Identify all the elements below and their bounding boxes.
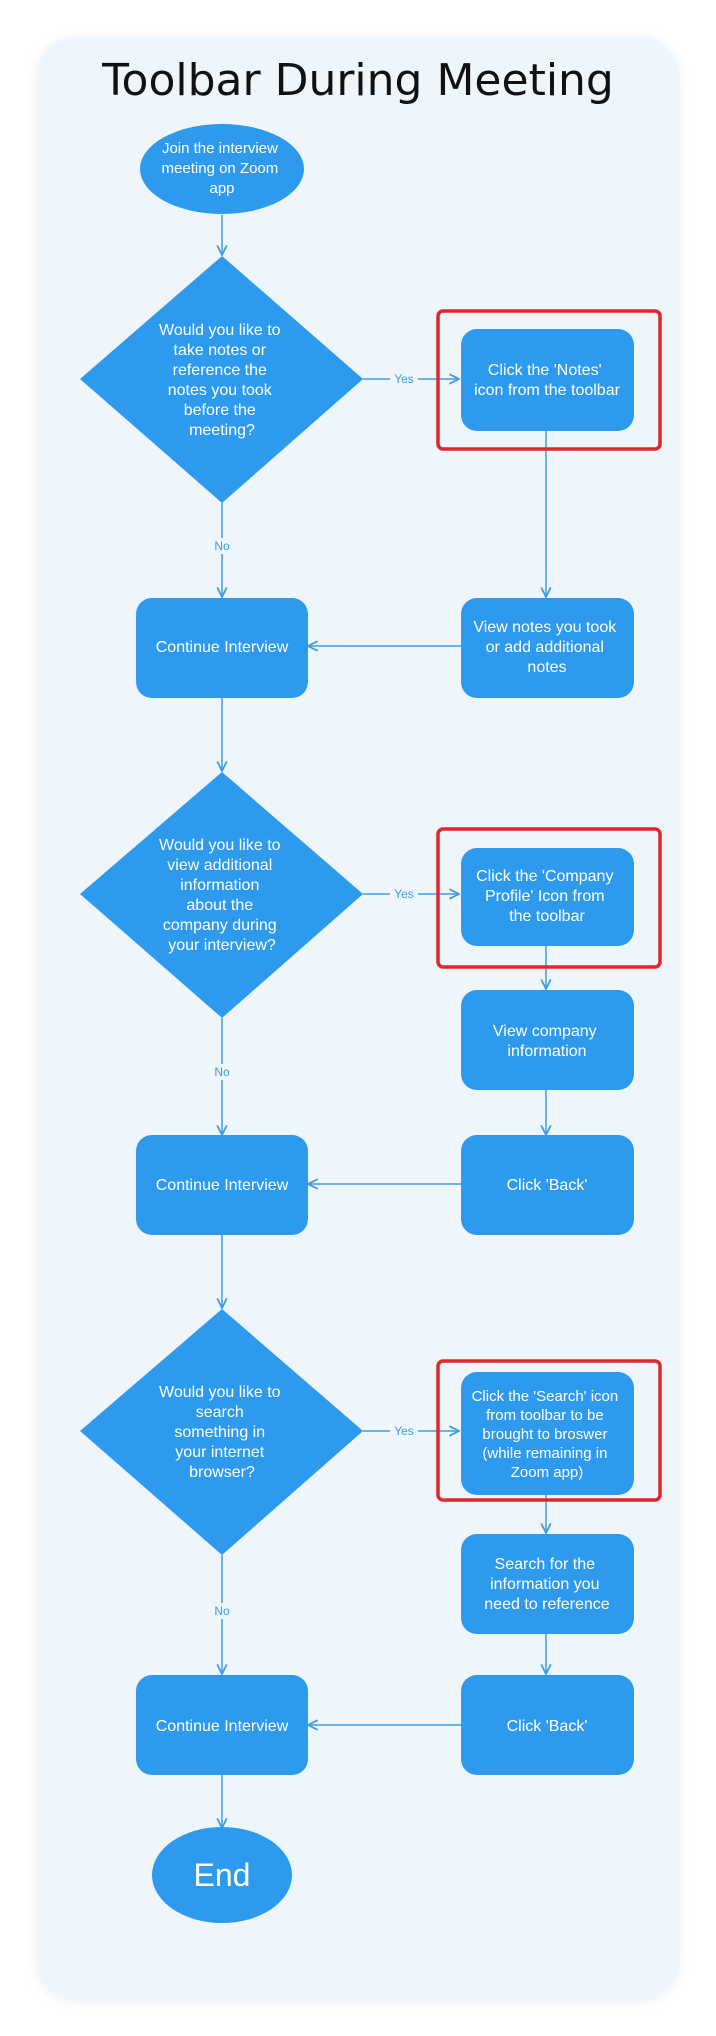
node-search-info [461,1534,634,1634]
node-back2 [461,1675,634,1775]
node-q3 [80,1309,363,1555]
edge-label-no-3: No [214,1604,230,1618]
node-search-info-label: Search for the information you need to r… [484,1556,610,1613]
node-start-label: Join the interview meeting on Zoom app [162,140,283,197]
node-search-icon-label: Click the 'Search' icon from toolbar to … [472,1388,623,1481]
node-end [152,1827,292,1923]
node-continue1 [136,598,308,698]
node-q2 [80,772,363,1018]
node-notes-icon-label: Click the 'Notes' icon from the toolbar [474,362,621,399]
diagram-title: Toolbar During Meeting [102,55,614,106]
node-q3-label: Would you like to search something in yo… [159,1384,285,1481]
node-q2-label: Would you like to view additional inform… [159,837,285,954]
node-back1 [461,1135,634,1235]
highlight-notes-icon [436,309,662,451]
highlight-search-icon [436,1359,662,1502]
node-notes-icon [461,329,634,431]
node-company-icon [461,848,634,946]
edge-label-yes-2: Yes [394,887,414,901]
node-view-notes-label: View notes you took or add additional no… [473,619,620,676]
node-continue1-label: Continue Interview [156,639,289,656]
node-continue2 [136,1135,308,1235]
node-search-icon [461,1372,634,1495]
node-company-icon-label: Click the 'Company Profile' Icon from th… [476,868,618,925]
node-view-company [461,990,634,1090]
edge-label-no-1: No [214,539,230,553]
edge-label-no-2: No [214,1065,230,1079]
edge-labels: Yes No Yes No Yes No [208,371,418,1619]
node-q1 [80,256,363,503]
node-view-company-label: View company information [493,1023,601,1060]
node-end-label: End [194,1857,251,1893]
edge-label-yes-1: Yes [394,372,414,386]
node-continue2-label: Continue Interview [156,1177,289,1194]
node-continue3-label: Continue Interview [156,1718,289,1735]
edge-label-yes-3: Yes [394,1424,414,1438]
highlight-company-icon [436,827,662,969]
node-back1-label: Click 'Back' [507,1177,588,1194]
node-labels: Join the interview meeting on Zoom app W… [156,140,623,1893]
node-continue3 [136,1675,308,1775]
nodes [80,124,634,1923]
node-q1-label: Would you like to take notes or referenc… [159,322,285,439]
node-view-notes [461,598,634,698]
highlights [436,309,662,1502]
node-back2-label: Click 'Back' [507,1718,588,1735]
node-start [140,124,304,214]
